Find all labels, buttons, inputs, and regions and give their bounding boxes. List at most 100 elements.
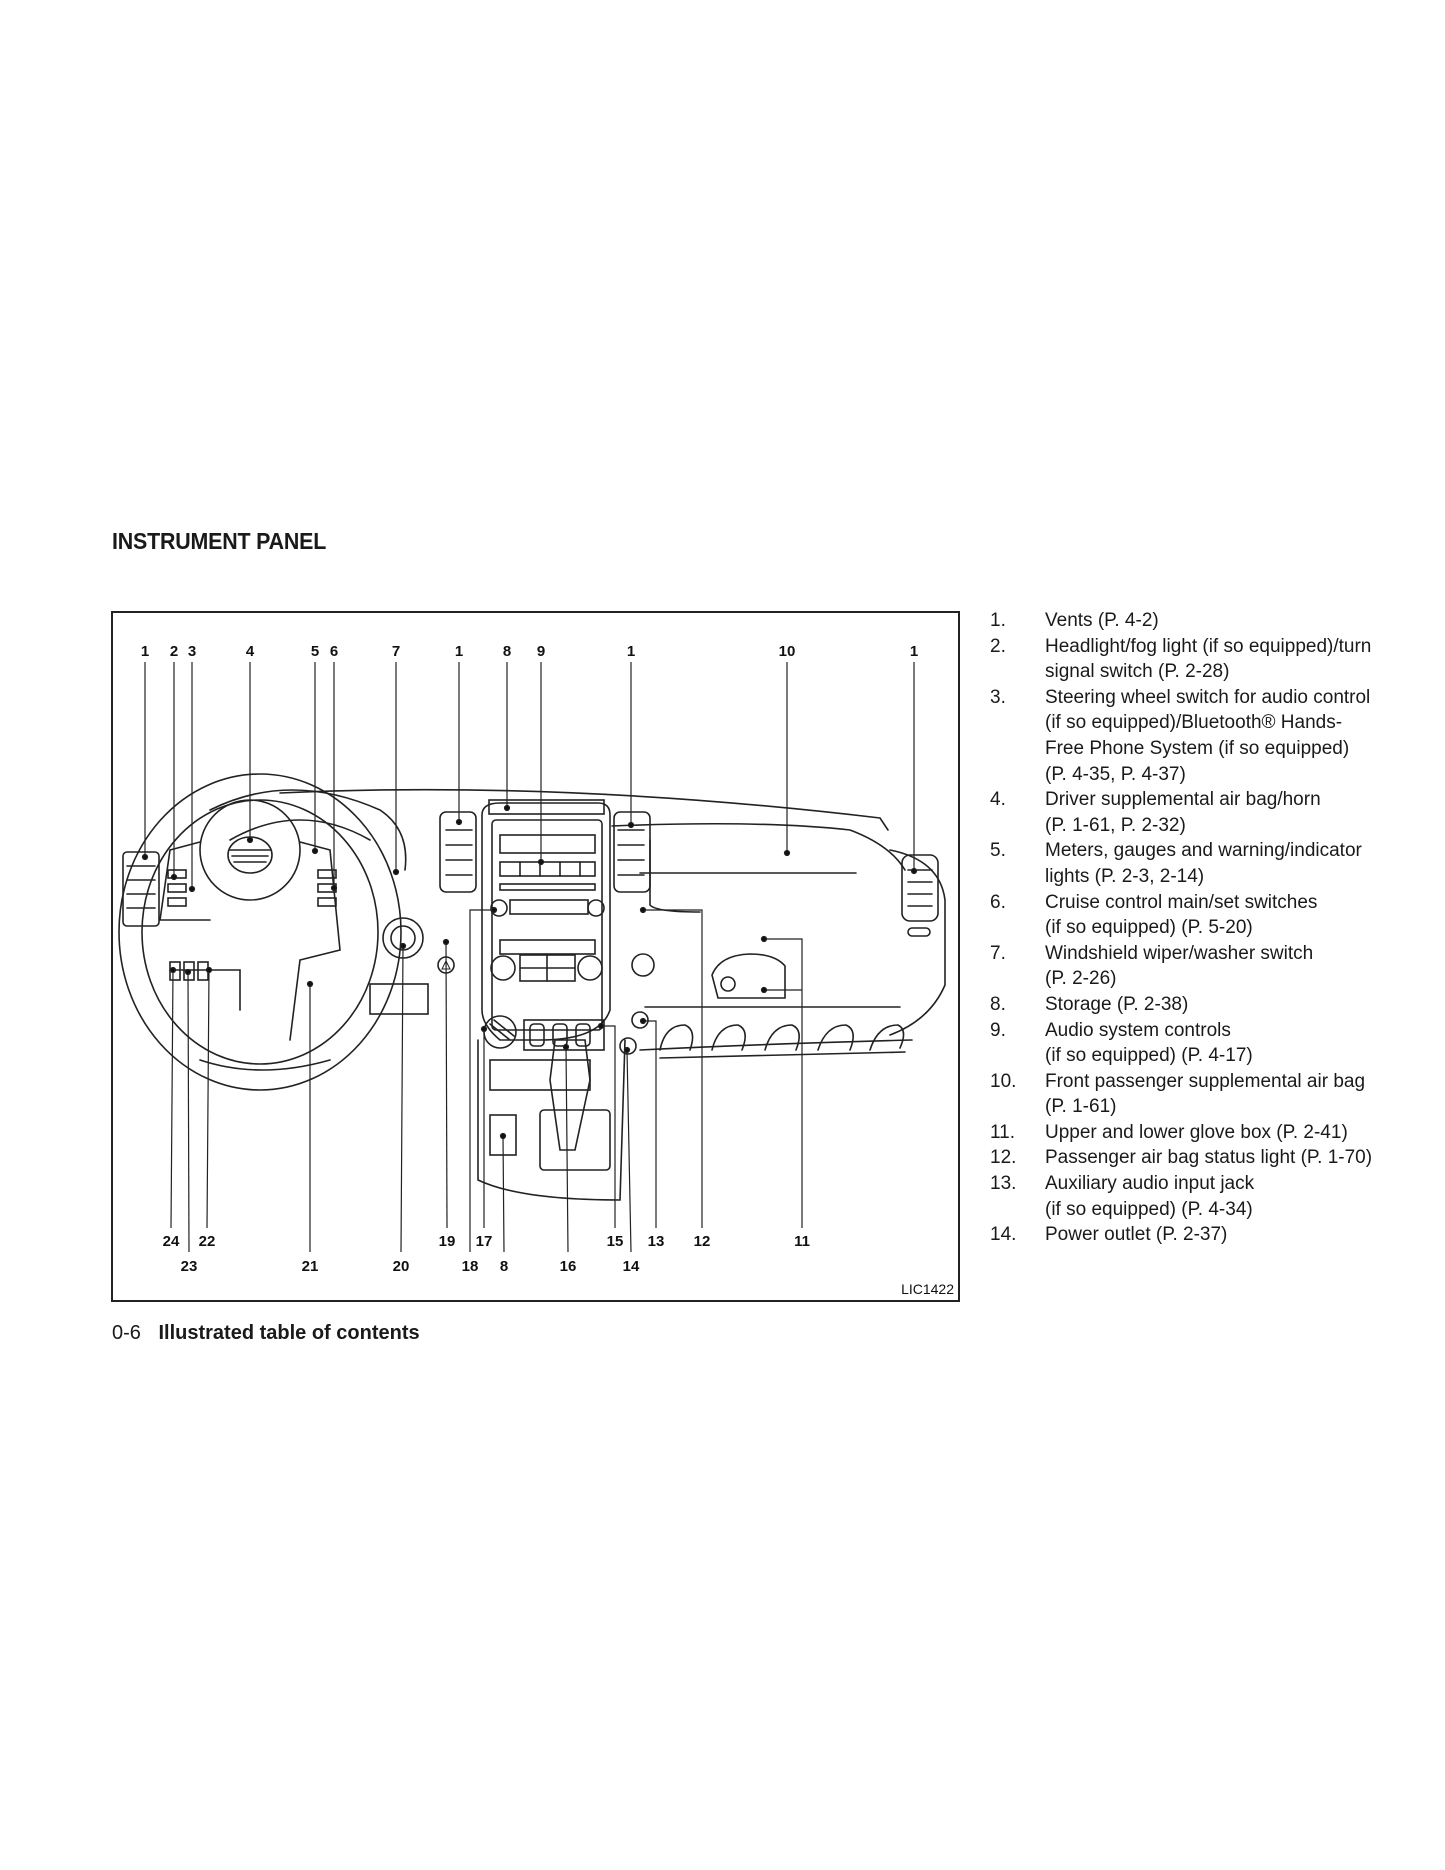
callout-dot <box>537 858 545 866</box>
callout-dot <box>639 906 647 914</box>
callout-dot <box>623 1046 631 1054</box>
figure-id: LIC1422 <box>901 1281 954 1297</box>
callout-dot <box>499 1132 507 1140</box>
callout-label-bottom: 15 <box>607 1233 624 1250</box>
callout-leader <box>764 938 803 1228</box>
callout-dot <box>184 968 192 976</box>
callout-label-bottom: 20 <box>393 1258 410 1275</box>
legend-text: Steering wheel switch for audio control (… <box>1045 685 1430 787</box>
legend-number: 6. <box>990 891 1006 913</box>
legend-text-line: (if so equipped)/Bluetooth® Hands- <box>1045 712 1343 734</box>
callout-leader <box>469 909 494 1252</box>
legend-item: 13. Auxiliary audio input jack (if so equi… <box>990 1171 1430 1222</box>
legend-text: Cruise control main/set switches (if so e… <box>1045 890 1430 941</box>
callout-leader <box>445 941 448 1229</box>
callout-dot <box>910 867 918 875</box>
callout-dot <box>246 836 254 844</box>
callout-label-top: 9 <box>537 643 545 660</box>
page-footer: 0-6 Illustrated table of contents <box>112 1322 420 1345</box>
page-heading: INSTRUMENT PANEL <box>112 528 327 554</box>
callout-dot <box>170 873 178 881</box>
callout-label-top: 7 <box>392 643 400 660</box>
legend-number: 5. <box>990 840 1006 862</box>
callout-dot <box>306 980 314 988</box>
legend-text: Passenger air bag status light (P. 1-70) <box>1045 1145 1430 1171</box>
legend-item: 12. Passenger air bag status light (P. 1-… <box>990 1145 1430 1171</box>
legend-text-line: (P. 1-61, P. 2-32) <box>1045 814 1186 836</box>
callout-dot <box>399 942 407 950</box>
callout-label-bottom: 16 <box>560 1258 577 1275</box>
callout-dot <box>760 986 768 994</box>
legend-text-line: (P. 4-35, P. 4-37) <box>1045 763 1186 785</box>
legend-text: Auxiliary audio input jack (if so equippe… <box>1045 1171 1430 1222</box>
legend-text: Vents (P. 4-2) <box>1045 608 1430 634</box>
callout-leader <box>601 1025 616 1228</box>
callout-label-bottom: 24 <box>163 1233 180 1250</box>
legend-text-line: lights (P. 2-3, 2-14) <box>1045 865 1205 887</box>
legend-text-line: Auxiliary audio input jack <box>1045 1173 1255 1195</box>
legend-text-line: Front passenger supplemental air bag <box>1045 1070 1366 1092</box>
legend-item: 8.Storage (P. 2-38) <box>990 992 1430 1018</box>
legend-item: 10.Front passenger supplemental air bag(… <box>990 1069 1430 1120</box>
callout-label-top: 1 <box>627 643 635 660</box>
legend-text-line: Steering wheel switch for audio control <box>1045 686 1371 708</box>
callout-label-top: 1 <box>910 643 918 660</box>
legend-item: 9. Audio system controls(if so equipped) … <box>990 1018 1430 1069</box>
legend-text-line: signal switch (P. 2-28) <box>1045 661 1230 683</box>
legend-number: 13. <box>990 1173 1017 1195</box>
callout-leader <box>502 1135 505 1253</box>
callout-label-bottom: 23 <box>181 1258 198 1275</box>
callout-label-bottom: 17 <box>476 1233 493 1250</box>
callout-dot <box>503 804 511 812</box>
legend-number: 7. <box>990 942 1006 964</box>
legend-text-line: Cruise control main/set switches <box>1045 891 1318 913</box>
callout-dot <box>392 868 400 876</box>
callout-dot <box>597 1022 605 1030</box>
callout-leader <box>626 1049 632 1253</box>
section-title: Illustrated table of contents <box>158 1322 420 1344</box>
callout-dot <box>455 818 463 826</box>
legend-item: 7.Windshield wiper/washer switch(P. 2-26… <box>990 941 1430 992</box>
legend-number: 2. <box>990 635 1006 657</box>
legend-number: 9. <box>990 1019 1006 1041</box>
callout-label-top: 1 <box>141 643 149 660</box>
legend-item: 2. Headlight/fog light (if so equipped)/t… <box>990 634 1430 685</box>
legend-text-line: (if so equipped) (P. 4-34) <box>1045 1198 1253 1220</box>
callout-dot <box>760 935 768 943</box>
legend-text-line: Power outlet (P. 2-37) <box>1045 1224 1228 1246</box>
callout-label-top: 4 <box>246 643 255 660</box>
callout-dot <box>783 849 791 857</box>
legend-item: 4.Driver supplemental air bag/horn(P. 1-… <box>990 787 1430 838</box>
callout-leader <box>187 971 190 1253</box>
legend-number: 11. <box>990 1121 1016 1143</box>
callout-dot <box>188 885 196 893</box>
legend-item: 11.Upper and lower glove box (P. 2-41) <box>990 1120 1430 1146</box>
legend-text: Audio system controls(if so equipped) (P… <box>1045 1018 1430 1069</box>
callout-label-bottom: 8 <box>500 1258 508 1275</box>
callout-label-bottom: 13 <box>648 1233 665 1250</box>
callout-leader <box>565 1046 569 1253</box>
legend-number: 1. <box>990 610 1006 631</box>
callout-label-top: 5 <box>311 643 319 660</box>
callout-leader <box>643 1020 657 1228</box>
callout-label-bottom: 19 <box>439 1233 456 1250</box>
legend-text-line: (if so equipped) (P. 5-20) <box>1045 917 1253 939</box>
legend-text: Driver supplemental air bag/horn(P. 1-61… <box>1045 787 1430 838</box>
legend-number: 12. <box>990 1147 1017 1169</box>
legend-item: 1. Vents (P. 4-2) <box>990 608 1430 634</box>
legend-text-line: Passenger air bag status light (P. 1-70) <box>1045 1147 1373 1169</box>
legend-text-line: Headlight/fog light (if so equipped)/tur… <box>1045 635 1372 657</box>
callout-dot <box>205 966 213 974</box>
legend-text: Power outlet (P. 2-37) <box>1045 1222 1430 1248</box>
callout-label-bottom: 22 <box>199 1233 216 1250</box>
callout-dot <box>627 821 635 829</box>
callout-label-top: 8 <box>503 643 511 660</box>
callout-label-bottom: 12 <box>694 1233 711 1250</box>
callout-dot <box>330 884 338 892</box>
callout-label-bottom: 18 <box>462 1258 479 1275</box>
dashboard-drawing <box>118 773 946 1201</box>
legend-text-line: Audio system controls <box>1045 1019 1231 1041</box>
